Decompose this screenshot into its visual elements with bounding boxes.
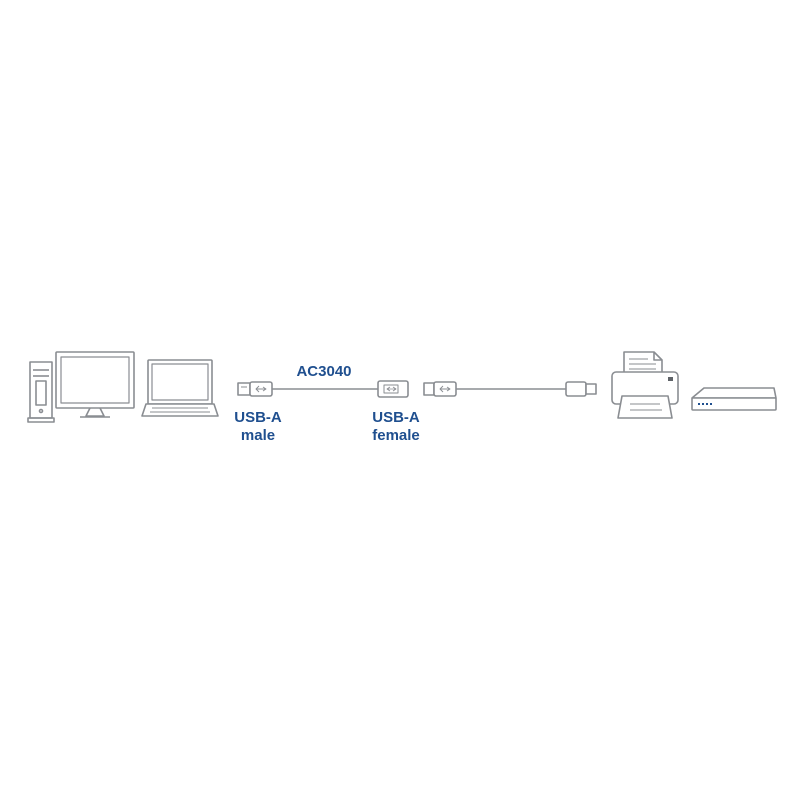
usb-b-plug-icon: [565, 381, 597, 397]
printer-icon: [611, 351, 679, 419]
network-switch-icon: [691, 387, 777, 411]
desktop-tower-icon: [27, 361, 55, 423]
product-code-label: AC3040: [296, 363, 352, 380]
connector-type: USB-A: [234, 409, 282, 426]
monitor-icon: [55, 351, 135, 418]
connector-label-female: USB-A female: [364, 409, 428, 445]
laptop-icon: [141, 359, 219, 417]
connector-type: USB-A: [372, 409, 420, 426]
usb-plug-icon: [423, 381, 457, 397]
usb-a-female-socket-icon: [377, 380, 409, 398]
connector-gender: male: [240, 427, 276, 444]
connector-label-male: USB-A male: [228, 409, 288, 445]
usb-a-male-plug-icon: [237, 381, 273, 397]
connector-gender: female: [372, 427, 420, 444]
